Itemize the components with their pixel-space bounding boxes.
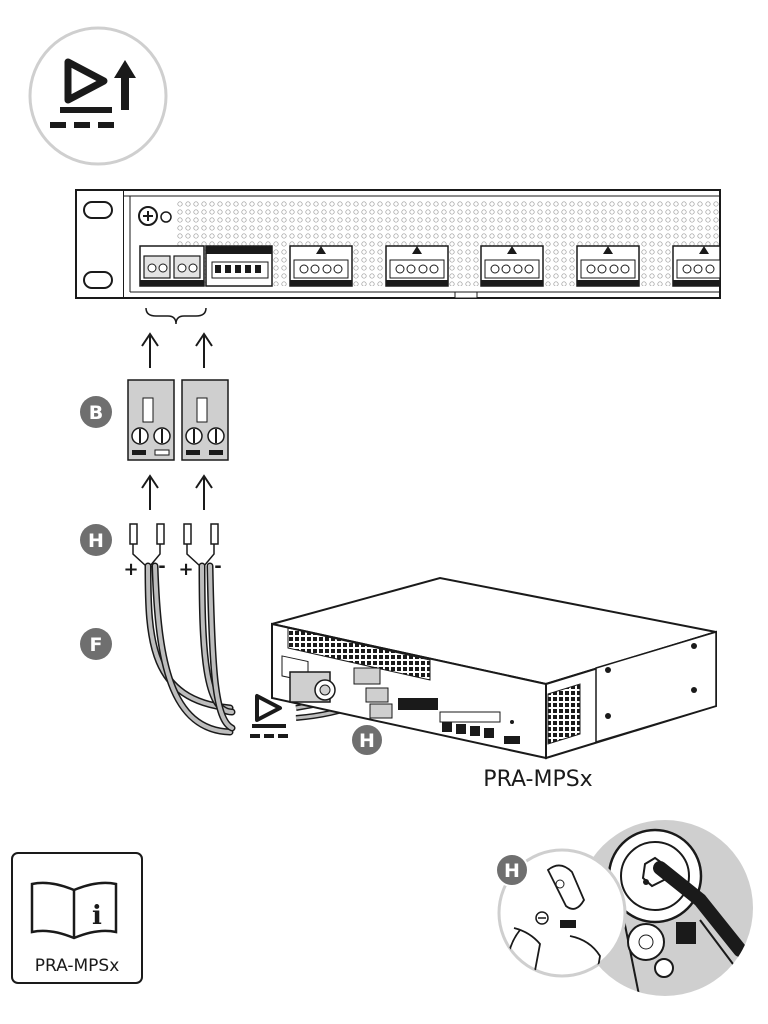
arrow-up-icon xyxy=(141,332,159,368)
ground-screw-icon xyxy=(138,206,172,226)
manual-label: PRA-MPSx xyxy=(35,956,120,976)
output-connector xyxy=(576,245,640,287)
svg-text:H: H xyxy=(359,730,375,752)
wire-plus-label: + xyxy=(123,559,138,580)
marker-h-device: H xyxy=(350,723,384,757)
rack-hole-icon xyxy=(83,271,113,289)
marker-f: F xyxy=(80,628,112,660)
dc-power-icon xyxy=(250,694,288,738)
svg-text:i: i xyxy=(92,901,102,931)
svg-text:H: H xyxy=(504,860,520,882)
output-connector xyxy=(480,245,544,287)
output-connector xyxy=(385,245,449,287)
control-terminal-block xyxy=(205,245,273,287)
svg-text:F: F xyxy=(90,634,103,656)
pra-mpsx-device xyxy=(271,576,717,760)
crimping-detail: H xyxy=(495,820,753,996)
dc-plug-connector xyxy=(181,379,229,461)
rack-hole-icon xyxy=(83,201,113,219)
svg-text:B: B xyxy=(89,402,103,424)
manual-reference: i PRA-MPSx xyxy=(11,852,143,984)
marker-h-crimp: H xyxy=(495,853,529,887)
device-label: PRA-MPSx xyxy=(483,767,592,792)
output-connector xyxy=(289,245,353,287)
wire-plus-label: + xyxy=(178,559,193,580)
wire-minus-label: - xyxy=(158,556,165,577)
dc-input-up-icon xyxy=(28,26,168,166)
dc-cables xyxy=(144,562,236,736)
marker-b: B xyxy=(80,396,112,428)
rack-panel xyxy=(75,189,721,299)
dc-input-sockets xyxy=(139,245,205,287)
marker-h: H xyxy=(80,524,112,556)
ferrule-wires xyxy=(129,523,219,567)
output-connector xyxy=(672,245,721,287)
arrow-up-icon xyxy=(195,474,213,510)
socket-brace xyxy=(145,307,207,325)
dc-plug-connector xyxy=(127,379,175,461)
arrow-up-icon xyxy=(195,332,213,368)
manual-book-icon: i xyxy=(30,881,118,940)
svg-text:H: H xyxy=(88,530,104,552)
wire-minus-label: - xyxy=(214,556,221,577)
arrow-up-icon xyxy=(141,474,159,510)
